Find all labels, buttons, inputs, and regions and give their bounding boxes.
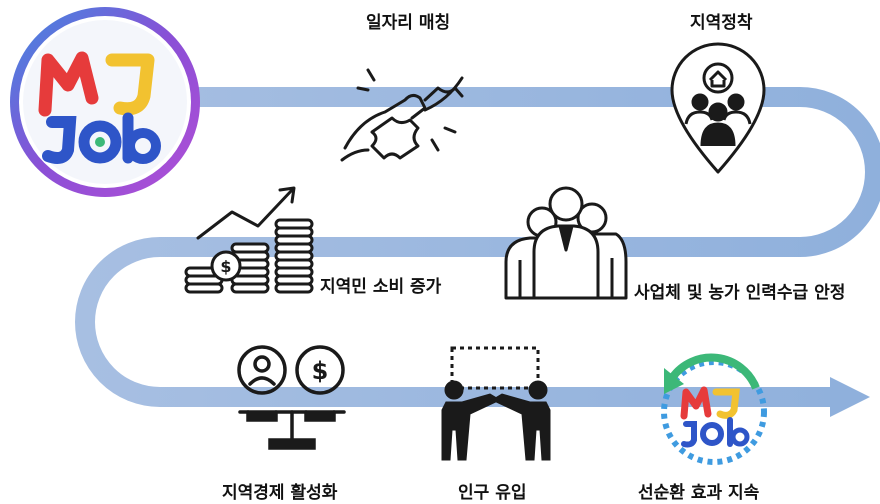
svg-text:$: $ <box>312 357 329 385</box>
scale-icon: $ <box>237 345 346 450</box>
location-pin-people-icon <box>670 42 766 174</box>
business-people-icon <box>504 186 628 300</box>
cycle-logo-icon <box>661 353 767 465</box>
step-label-cycle: 선순환 효과 지속 <box>638 483 760 503</box>
flow-path <box>75 87 880 407</box>
step-label-economy: 지역경제 활성화 <box>222 483 338 503</box>
mjjob-logo <box>10 7 200 197</box>
money-growth-icon: $ <box>184 186 314 294</box>
step-label-population: 인구 유입 <box>458 483 527 503</box>
puzzle-handshake-icon <box>340 68 464 162</box>
step-label-labor: 사업체 및 농가 인력수급 안정 <box>634 283 846 303</box>
svg-text:$: $ <box>220 257 231 276</box>
flow-arrowhead <box>830 377 870 417</box>
step-label-consumption: 지역민 소비 증가 <box>320 277 442 297</box>
step-label-matching: 일자리 매칭 <box>366 13 451 33</box>
step-label-settlement: 지역정착 <box>690 13 753 33</box>
people-connect-icon <box>441 346 551 461</box>
